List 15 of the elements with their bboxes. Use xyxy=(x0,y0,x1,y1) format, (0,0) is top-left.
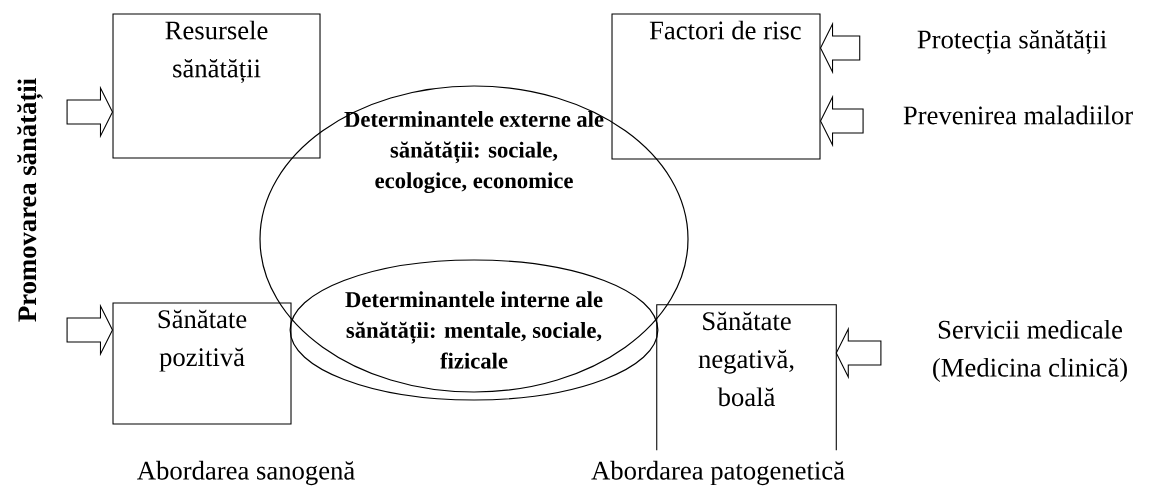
text-label: Protecția sănătății xyxy=(917,30,1107,54)
text-box: Sănătate pozitivă xyxy=(112,302,292,425)
text-label: Servicii medicale (Medicina clinică) xyxy=(933,319,1127,383)
text-label: Prevenirea maladiilor xyxy=(903,105,1133,125)
text-label: Abordarea sanogenă xyxy=(137,460,355,486)
text-box: Sănătate negativă, boală xyxy=(656,304,837,451)
block-arrow xyxy=(66,85,114,139)
block-arrow xyxy=(819,21,861,75)
block-arrow xyxy=(66,303,114,357)
text-label: Promovarea sănătății xyxy=(17,78,43,322)
block-arrow xyxy=(819,94,864,148)
text-label: Abordarea patogenetică xyxy=(591,460,845,486)
block-arrow xyxy=(835,326,882,380)
text-box: Resursele sănătății xyxy=(112,13,321,159)
text-box: Factori de risc xyxy=(611,13,821,160)
